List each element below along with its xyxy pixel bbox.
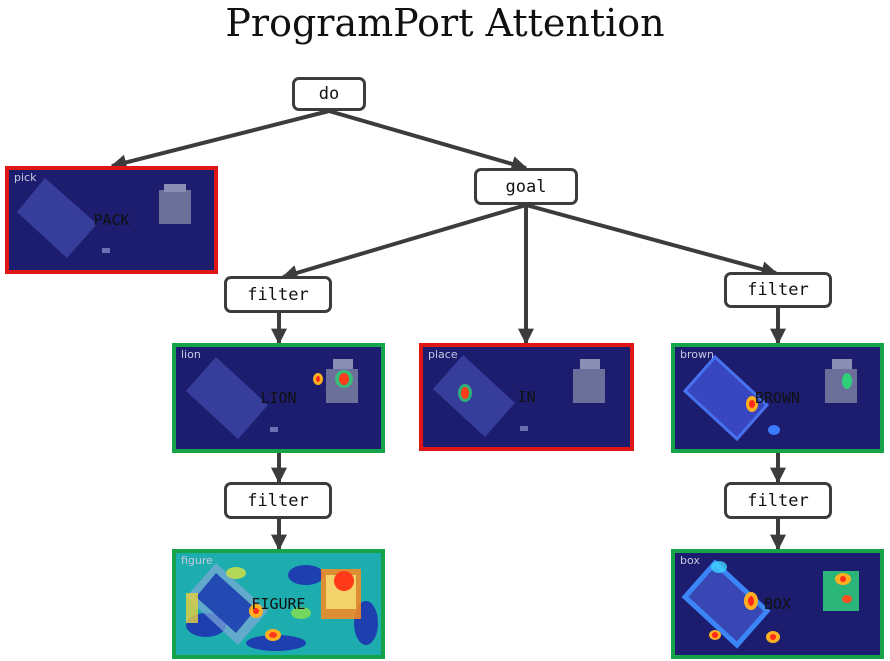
panel-word: FIGURE bbox=[251, 595, 306, 613]
edge-do-goal bbox=[328, 109, 528, 172]
panel-tag: brown bbox=[680, 348, 714, 361]
panel-tag: pick bbox=[14, 171, 37, 184]
diagram-title: ProgramPort Attention bbox=[225, 1, 665, 45]
attention-map-brown bbox=[675, 347, 880, 449]
panel-tag: place bbox=[428, 348, 458, 361]
panel-tag: lion bbox=[181, 348, 201, 361]
edge-do-pick bbox=[110, 109, 330, 171]
edge-goal-filter-brown bbox=[525, 203, 778, 277]
attention-map-box bbox=[675, 553, 880, 655]
panel-tag: box bbox=[680, 554, 700, 567]
attention-map-place bbox=[423, 347, 630, 447]
node-filter-figure: filter bbox=[224, 482, 332, 519]
attention-map-lion bbox=[176, 347, 381, 449]
node-filter-box: filter bbox=[724, 482, 832, 519]
node-filter-lion: filter bbox=[224, 276, 332, 313]
attention-panel-lion: lion LION bbox=[172, 343, 385, 453]
attention-panel-box: box BOX bbox=[671, 549, 884, 659]
node-goal: goal bbox=[474, 168, 578, 205]
node-filter-brown: filter bbox=[724, 272, 832, 308]
attention-map-pick bbox=[9, 170, 214, 270]
panel-word: LION bbox=[260, 389, 297, 407]
attention-map-figure bbox=[176, 553, 381, 655]
panel-word: BOX bbox=[763, 595, 792, 613]
panel-word: PACK bbox=[93, 211, 130, 229]
attention-panel-pick: pick PACK bbox=[5, 166, 218, 274]
node-do: do bbox=[292, 77, 366, 111]
edge-goal-filter-lion bbox=[281, 203, 527, 281]
panel-word: IN bbox=[517, 388, 536, 406]
panel-tag: figure bbox=[181, 554, 213, 567]
attention-panel-brown: brown BROWN bbox=[671, 343, 884, 453]
panel-word: BROWN bbox=[754, 389, 801, 407]
attention-panel-place: place IN bbox=[419, 343, 634, 451]
attention-panel-figure: figure FIGURE bbox=[172, 549, 385, 659]
